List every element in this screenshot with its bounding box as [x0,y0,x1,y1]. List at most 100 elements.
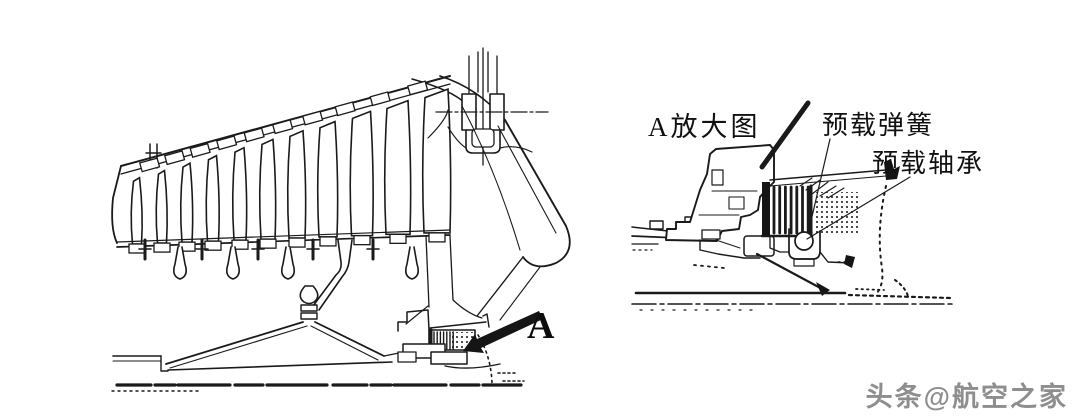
diagram-line [300,304,318,312]
watermark: 头条@航空之家 [865,382,1068,412]
blade-root-block [389,233,407,244]
diagram-line [793,258,815,267]
diagram-line [497,125,557,234]
diagram-line [482,313,490,328]
diagram-line [397,351,417,363]
diagram-line [894,279,909,297]
bearing-leader-line [806,176,911,240]
blade-root-block [204,240,222,251]
diagram-line [699,239,761,259]
main-view: A [111,47,571,392]
diagram-line [314,321,385,357]
blade-1 [130,176,143,245]
diagram-line [160,355,169,372]
casing-shroud-block [189,142,211,158]
preload-bearing [769,228,855,268]
blade-10 [383,99,412,236]
blade-root-block [288,237,306,248]
casing-shroud-block [243,127,265,143]
diagram-line [476,256,524,317]
diagram-line [477,334,493,384]
casing-shroud-block [163,150,186,166]
diagram-line [799,177,845,199]
diagram-line [649,220,664,230]
diagram-line [444,363,501,369]
diagram-line [318,239,353,311]
bolt-flange-assembly [427,47,549,166]
diagram-line [522,225,571,268]
detail-base-and-centerline [631,185,953,311]
blade-root-block [153,242,171,253]
blade-root-block [231,239,249,250]
diagram-line [310,325,379,361]
disk-web-teardrop [226,246,240,280]
diagram-line [299,285,319,305]
diagram-line [461,105,521,251]
callout-a-label: A [527,305,555,347]
casing-shroud-block [301,110,324,126]
diagram-line [711,169,724,186]
diagram-line [769,175,887,187]
disk-web-teardrop [173,246,187,280]
rear-frame [425,105,571,321]
blade-root-block [428,232,446,243]
diagram-line [312,239,342,307]
diagram-line [167,361,393,371]
diagram-line [111,165,122,244]
diagram-line [819,251,851,264]
diagram-line [116,229,451,243]
blade-4 [205,154,220,242]
casing-shroud-block [369,91,391,107]
detail-title: A放大图 [648,112,761,142]
preload-unit-main [397,305,525,384]
diagram-line [465,129,501,154]
blade-9 [349,110,374,237]
diagram-line [452,299,483,319]
compressor-casing [111,75,506,244]
casing-shroud-block [406,80,429,96]
diagram-line [715,239,741,249]
blade-platform-band [116,229,451,254]
casing-shroud-block [271,119,294,135]
casing-shroud-block [334,101,356,117]
diagram-line [855,288,885,291]
diagram-line [844,255,855,268]
diagram-line [427,109,449,139]
blade-root-block [178,241,196,252]
blade-6 [258,138,277,240]
blade-8 [316,120,339,238]
blade-root-block [319,236,337,247]
diagram-line [769,169,887,181]
diagram-line [876,185,887,294]
detail-callout: A [463,305,555,353]
rear-shaft-cone [165,321,385,369]
diagram-line [165,321,304,365]
detail-housing [665,100,811,259]
diagram-line [504,119,567,227]
diagram-line [447,126,467,149]
preload-spring-label: 预载弹簧 [822,111,934,140]
diagram-line [698,190,758,216]
blade-11 [421,88,452,234]
detail-strut-line [759,100,811,170]
callout-arrow [463,311,543,353]
compressor-blades [130,88,452,245]
blade-3 [179,161,194,243]
diagram-line [847,293,952,300]
diagram-line [755,252,828,293]
rail-end-bracket [884,159,900,180]
diagram-line [430,351,468,365]
diagram-line [665,144,775,242]
diagram-line [300,312,318,320]
leader-lines [806,138,911,240]
shaft-and-centerline [111,351,523,392]
spring-dot-texture [814,192,858,236]
diagram-line [405,305,429,325]
casing-shroud-block [215,135,238,151]
diagram-line [693,264,725,269]
preload-bearing-label: 预载轴承 [872,149,984,178]
casing-shroud-block [138,157,161,173]
disk-web-teardrop [281,246,295,280]
